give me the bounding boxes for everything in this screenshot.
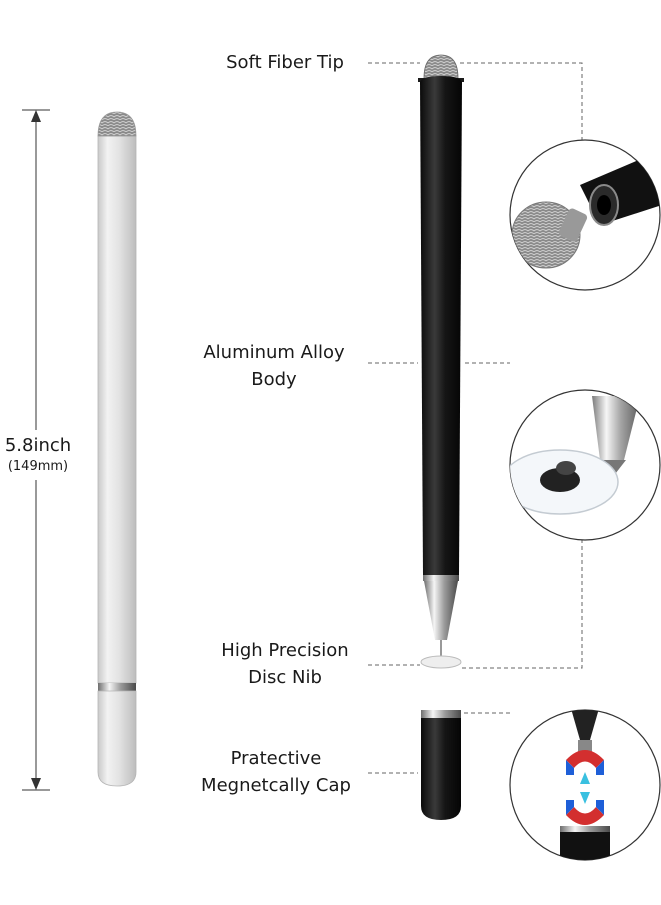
leader-lines xyxy=(368,62,583,774)
nib-label-line1: High Precision xyxy=(221,640,349,661)
silver-stylus xyxy=(97,111,137,787)
cap-label-line1: Pratective xyxy=(230,748,322,769)
magnetic-cap xyxy=(421,710,461,820)
black-stylus xyxy=(418,54,464,669)
length-label: 5.8inch xyxy=(4,435,72,456)
tip-detail-circle xyxy=(509,139,661,291)
length-mm-label: (149mm) xyxy=(7,459,69,474)
dimension-arrow xyxy=(22,109,50,791)
tip-label: Soft Fiber Tip xyxy=(226,52,344,73)
body-label-line1: Aluminum Alloy xyxy=(203,342,345,363)
magnet-detail-circle xyxy=(509,709,661,861)
nib-label-line2: Disc Nib xyxy=(248,667,322,688)
cap-label-line2: Megnetcally Cap xyxy=(201,775,351,796)
body-label-line2: Body xyxy=(251,369,297,390)
disc-detail-circle xyxy=(509,389,661,541)
